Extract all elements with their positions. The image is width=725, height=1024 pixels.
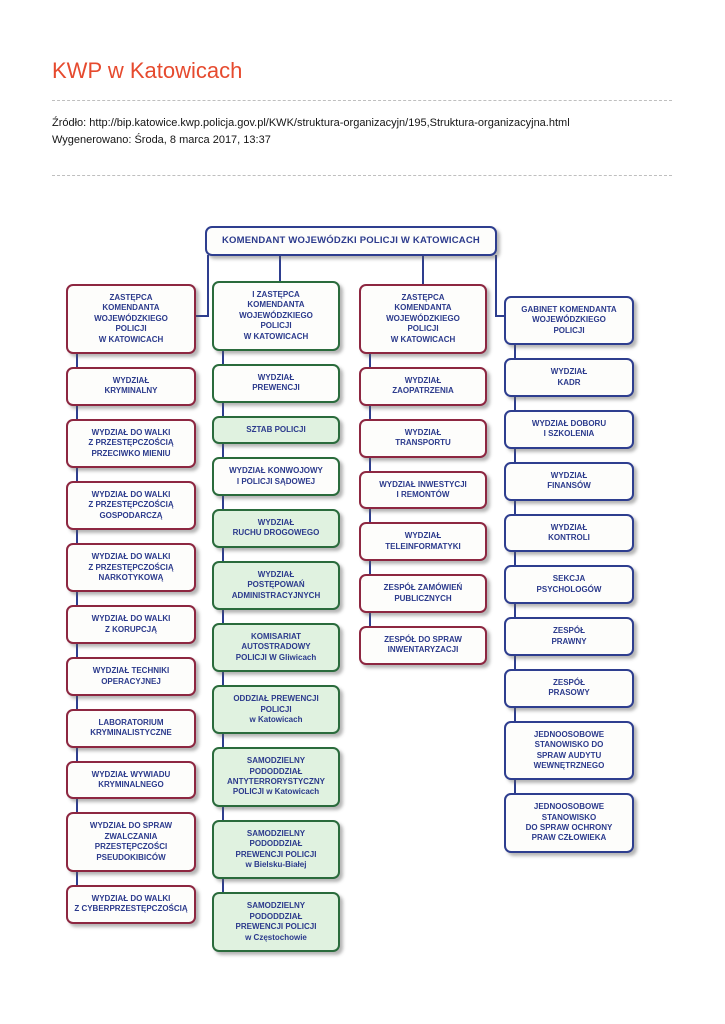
org-box-zespol-prasowy: ZESPÓŁ PRASOWY <box>504 668 634 708</box>
org-box-gabinet-komendanta: GABINET KOMENDANTA WOJEWÓDZKIEGO POLICJI <box>504 296 634 346</box>
org-box-wydzial-narkotykowa: WYDZIAŁ DO WALKI Z PRZESTĘPCZOŚCIĄ NARKO… <box>66 543 196 593</box>
org-box-wydzial-kadr: WYDZIAŁ KADR <box>504 358 634 398</box>
connector-stub-col1 <box>193 315 209 318</box>
org-box-wydzial-finansow: WYDZIAŁ FINANSÓW <box>504 461 634 501</box>
org-box-wydzial-konwojowy: WYDZIAŁ KONWOJOWY I POLICJI SĄDOWEJ <box>212 457 340 496</box>
org-box-wydzial-wywiadu-kryminalnego: WYDZIAŁ WYWIADU KRYMINALNEGO <box>66 760 196 800</box>
org-box-oddzial-prewencji-katowice: ODDZIAŁ PREWENCJI POLICJI w Katowicach <box>212 685 340 735</box>
org-box-wydzial-postepowan-administracyjnych: WYDZIAŁ POSTĘPOWAŃ ADMINISTRACYJNYCH <box>212 560 340 610</box>
org-box-pododdzial-prewencji-czestochowa: SAMODZIELNY PODODDZIAŁ PREWENCJI POLICJI… <box>212 892 340 952</box>
org-box-wydzial-cyberprzestepczosc: WYDZIAŁ DO WALKI Z CYBERPRZESTĘPCZOŚCIĄ <box>66 885 196 924</box>
document-meta: Źródło: http://bip.katowice.kwp.policja.… <box>52 115 673 149</box>
org-box-wydzial-prewencji: WYDZIAŁ PREWENCJI <box>212 364 340 403</box>
column2-connector-line <box>222 311 224 930</box>
org-chart: KOMENDANT WOJEWÓDZKI POLICJI W KATOWICAC… <box>0 226 725 966</box>
org-box-wydzial-przeciwko-mieniu: WYDZIAŁ DO WALKI Z PRZESTĘPCZOŚCIĄ PRZEC… <box>66 418 196 468</box>
org-box-pododdzial-antyterrorystyczny-katowice: SAMODZIELNY PODODDZIAŁ ANTYTERRORYSTYCZN… <box>212 747 340 807</box>
org-column-pion-kryminalny: ZASTĘPCA KOMENDANTA WOJEWÓDZKIEGO POLICJ… <box>66 284 196 924</box>
org-column-gabinet: GABINET KOMENDANTA WOJEWÓDZKIEGO POLICJI… <box>504 296 634 853</box>
org-box-zespol-zamowien-publicznych: ZESPÓŁ ZAMÓWIEŃ PUBLICZNYCH <box>359 574 487 613</box>
org-box-stanowisko-audytu-wewnetrznego: JEDNOOSOBOWE STANOWISKO DO SPRAW AUDYTU … <box>504 720 634 781</box>
org-box-wydzial-doboru-szkolenia: WYDZIAŁ DOBORU I SZKOLENIA <box>504 410 634 449</box>
org-box-laboratorium-kryminalistyczne: LABORATORIUM KRYMINALISTYCZNE <box>66 708 196 748</box>
org-box-stanowisko-ochrony-praw-czlowieka: JEDNOOSOBOWE STANOWISKO DO SPRAW OCHRONY… <box>504 793 634 853</box>
org-box-pododdzial-prewencji-bielsko: SAMODZIELNY PODODDZIAŁ PREWENCJI POLICJI… <box>212 819 340 880</box>
connector-root-to-col3 <box>422 255 424 286</box>
org-box-sztab-policji: SZTAB POLICJI <box>212 415 340 445</box>
org-box-wydzial-teleinformatyki: WYDZIAŁ TELEINFORMATYKI <box>359 522 487 562</box>
org-column-pion-prewencji: I ZASTĘPCA KOMENDANTA WOJEWÓDZKIEGO POLI… <box>212 281 340 952</box>
page-title: KWP w Katowicach <box>52 58 243 83</box>
org-box-wydzial-zaopatrzenia: WYDZIAŁ ZAOPATRZENIA <box>359 367 487 406</box>
org-box-zastepca-komendanta-2: ZASTĘPCA KOMENDANTA WOJEWÓDZKIEGO POLICJ… <box>359 284 487 355</box>
org-box-wydzial-pseudokibicow: WYDZIAŁ DO SPRAW ZWALCZANIA PRZESTĘPCZOŚ… <box>66 812 196 873</box>
org-box-komendant-wojewodzki: KOMENDANT WOJEWÓDZKI POLICJI W KATOWICAC… <box>205 226 497 257</box>
connector-stub-col4 <box>495 315 507 318</box>
org-box-i-zastepca-komendanta: I ZASTĘPCA KOMENDANTA WOJEWÓDZKIEGO POLI… <box>212 281 340 352</box>
org-box-wydzial-gospodarcza: WYDZIAŁ DO WALKI Z PRZESTĘPCZOŚCIĄ GOSPO… <box>66 481 196 531</box>
dashed-divider-bottom <box>52 175 672 177</box>
connector-root-to-col4 <box>495 255 497 318</box>
connector-root-to-col1 <box>207 255 209 318</box>
connector-root-to-col2 <box>279 255 281 283</box>
source-line: Źródło: http://bip.katowice.kwp.policja.… <box>52 117 570 129</box>
org-box-zespol-prawny: ZESPÓŁ PRAWNY <box>504 617 634 656</box>
org-box-wydzial-kontroli: WYDZIAŁ KONTROLI <box>504 513 634 553</box>
org-box-zastepca-komendanta-1: ZASTĘPCA KOMENDANTA WOJEWÓDZKIEGO POLICJ… <box>66 284 196 355</box>
org-box-sekcja-psychologow: SEKCJA PSYCHOLOGÓW <box>504 565 634 605</box>
org-box-komisariat-autostradowy-gliwice: KOMISARIAT AUTOSTRADOWY POLICJI W Gliwic… <box>212 622 340 673</box>
org-box-wydzial-korupcja: WYDZIAŁ DO WALKI Z KORUPCJĄ <box>66 605 196 645</box>
org-box-wydzial-kryminalny: WYDZIAŁ KRYMINALNY <box>66 367 196 406</box>
generated-line: Wygenerowano: Środa, 8 marca 2017, 13:37 <box>52 134 271 147</box>
org-box-wydzial-ruchu-drogowego: WYDZIAŁ RUCHU DROGOWEGO <box>212 509 340 548</box>
org-column-pion-logistyki: ZASTĘPCA KOMENDANTA WOJEWÓDZKIEGO POLICJ… <box>359 284 487 665</box>
org-box-wydzial-transportu: WYDZIAŁ TRANSPORTU <box>359 418 487 458</box>
dashed-divider-top <box>52 100 672 101</box>
org-box-wydzial-techniki-operacyjnej: WYDZIAŁ TECHNIKI OPERACYJNEJ <box>66 657 196 696</box>
org-box-wydzial-inwestycji-remontow: WYDZIAŁ INWESTYCJI I REMONTÓW <box>359 470 487 510</box>
org-box-zespol-inwentaryzacji: ZESPÓŁ DO SPRAW INWENTARYZACJI <box>359 625 487 665</box>
